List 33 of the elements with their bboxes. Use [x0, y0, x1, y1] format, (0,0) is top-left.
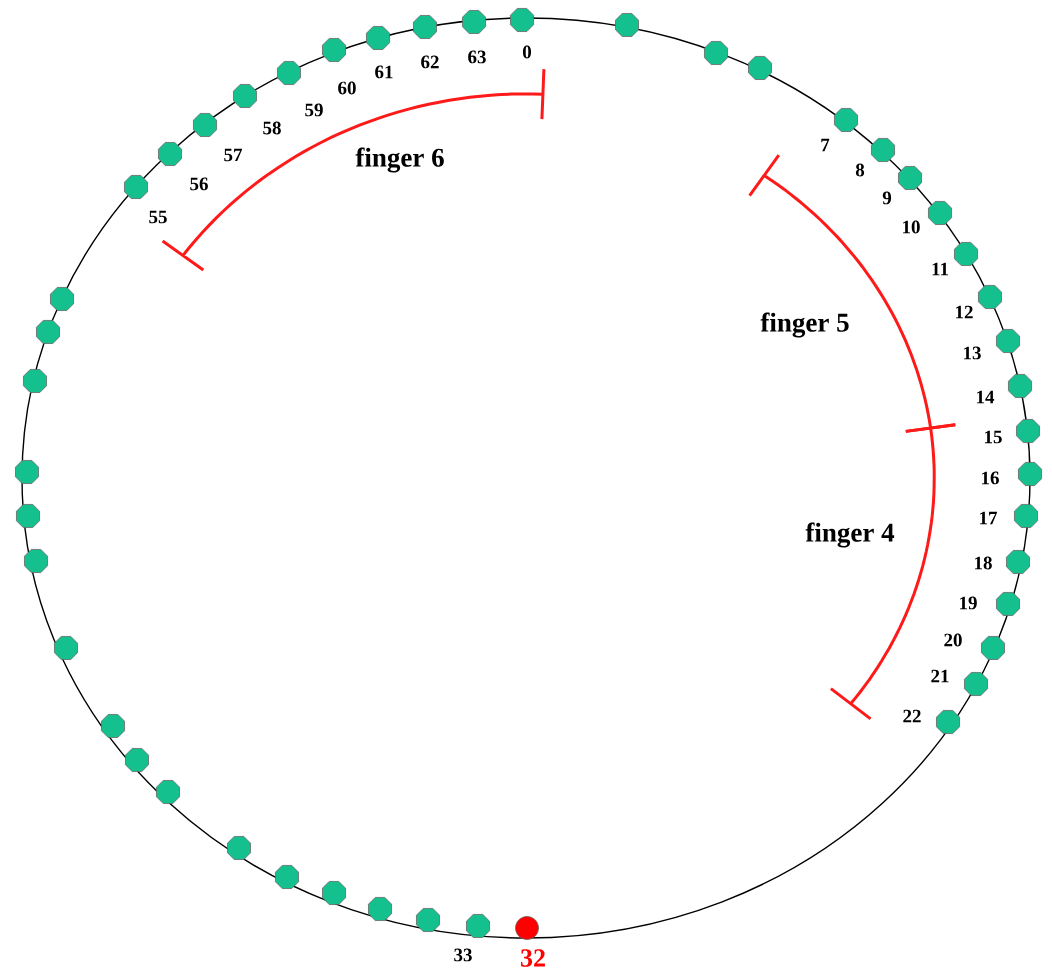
node-number: 18 — [975, 556, 992, 570]
node-number: 10 — [903, 220, 920, 234]
node-number: 32 — [521, 949, 545, 967]
node-number: 14 — [977, 390, 995, 404]
node-number: 20 — [944, 633, 962, 647]
node-number: 63 — [468, 50, 486, 64]
node-number: 55 — [149, 210, 167, 224]
node-number: 22 — [903, 709, 921, 723]
node-number: 8 — [855, 163, 865, 177]
node-number: 60 — [338, 81, 356, 95]
node-number: 21 — [931, 669, 949, 683]
node-number: 33 — [454, 948, 472, 962]
bracket-label: finger 6 — [355, 147, 444, 173]
node-number: 11 — [932, 262, 948, 276]
node-number: 62 — [421, 55, 439, 69]
node-number: 19 — [960, 596, 977, 610]
dot-marker — [1018, 462, 1042, 486]
bracket-label: finger 4 — [805, 522, 895, 548]
node-number: 61 — [375, 65, 393, 79]
node-number: 13 — [964, 346, 981, 360]
node-number: 7 — [821, 138, 830, 152]
node-number: 0 — [523, 45, 531, 59]
node-number: 57 — [224, 148, 243, 162]
node-number: 9 — [882, 191, 892, 205]
node-number: 15 — [985, 430, 1002, 444]
node-number: 59 — [305, 103, 323, 117]
bracket-label: finger 5 — [760, 312, 849, 338]
node-number: 58 — [263, 121, 281, 135]
node-number: 56 — [190, 177, 208, 191]
node-number: 16 — [982, 471, 999, 485]
node-number: 12 — [956, 305, 973, 319]
dot-marker — [515, 916, 539, 940]
node-number: 17 — [980, 511, 998, 525]
